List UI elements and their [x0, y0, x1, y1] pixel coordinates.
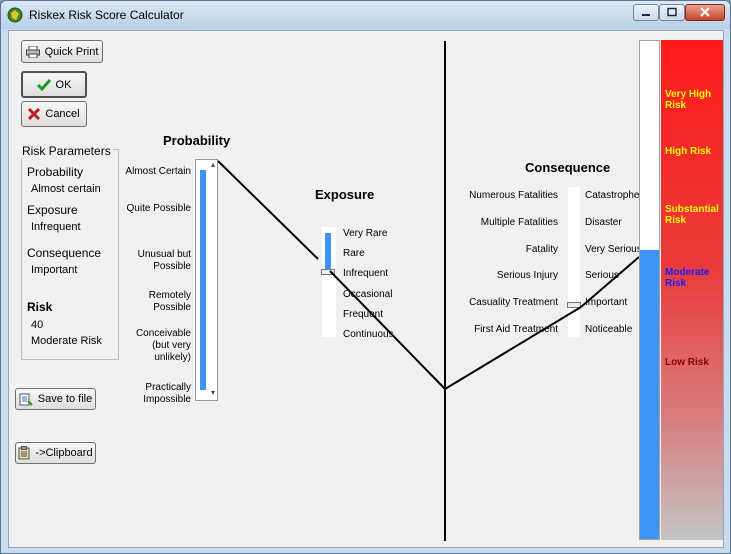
exposure-level-label: Very Rare [343, 228, 388, 239]
exposure-param-label: Exposure [27, 203, 78, 217]
probability-title: Probability [163, 133, 231, 148]
probability-slider[interactable]: ▴ ▾ [195, 159, 218, 401]
consequence-left-label: Fatality [525, 243, 558, 255]
risk-level-value: Moderate Risk [31, 335, 102, 347]
probability-slider-down-arrow[interactable]: ▾ [211, 388, 216, 397]
clipboard-button[interactable]: ->Clipboard [15, 442, 96, 464]
save-to-file-button[interactable]: Save to file [15, 388, 96, 410]
exposure-slider-fill [325, 233, 331, 269]
exposure-slider[interactable] [321, 227, 336, 337]
exposure-pivot-line [329, 270, 446, 390]
probability-level-label: Remotely Possible [148, 290, 191, 313]
checkmark-icon [36, 78, 51, 91]
quick-print-button[interactable]: Quick Print [21, 40, 103, 63]
risk-score-value: 40 [31, 319, 44, 331]
consequence-slider[interactable] [567, 187, 581, 337]
app-icon [7, 7, 23, 23]
consequence-left-label: Casuality Treatment [469, 297, 558, 309]
exposure-level-label: Occasional [343, 288, 393, 300]
ok-label: OK [55, 78, 72, 91]
window-title: Riskex Risk Score Calculator [29, 8, 184, 22]
calculator-panel: Quick Print OK Cancel Risk Parameters Pr… [8, 30, 724, 548]
save-document-icon [19, 393, 33, 406]
consequence-right-label: Noticeable [585, 324, 633, 335]
consequence-left-label: First Aid Treatment [474, 324, 558, 335]
consequence-left-label: Multiple Fatalities [480, 216, 558, 228]
risk-scale-label: Substantial Risk [665, 204, 719, 226]
minimize-button[interactable] [633, 4, 659, 21]
pivot-consequence-line [444, 306, 582, 390]
consequence-slider-thumb[interactable] [567, 302, 581, 308]
exposure-level-label: Infrequent [343, 268, 389, 280]
risk-scale-label: Low Risk [665, 357, 709, 368]
risk-nomogram-lines [217, 41, 640, 541]
consequence-right-label: Serious [585, 270, 619, 282]
risk-scale-label: High Risk [665, 146, 712, 157]
consequence-right-label: Catastrophe [585, 190, 640, 201]
close-button[interactable] [685, 4, 725, 21]
minimize-icon [642, 14, 650, 16]
probability-slider-up-arrow[interactable]: ▴ [211, 160, 216, 169]
risk-param-label: Risk [27, 300, 53, 314]
cancel-x-icon [28, 108, 41, 120]
maximize-button[interactable] [659, 4, 685, 21]
consequence-param-value: Important [31, 264, 78, 276]
consequence-left-label: Serious Injury [496, 270, 558, 282]
probability-exposure-line [217, 160, 319, 260]
probability-level-label: Conceivable (but very unlikely) [135, 328, 191, 363]
ok-button[interactable]: OK [21, 71, 87, 98]
exposure-level-label: Frequent [343, 308, 384, 320]
risk-scale-gradient [661, 40, 723, 540]
save-to-file-label: Save to file [37, 393, 93, 405]
probability-level-label: Almost Certain [125, 166, 191, 177]
probability-level-label: Unusual but Possible [137, 249, 191, 272]
exposure-level-label: Continuous [343, 329, 394, 340]
probability-level-label: Quite Possible [126, 203, 191, 214]
risk-level-bar [639, 40, 660, 540]
title-bar[interactable]: Riskex Risk Score Calculator [1, 1, 730, 29]
consequence-risk-line [580, 256, 640, 308]
risk-scale-label: Moderate Risk [665, 267, 710, 289]
clipboard-icon [18, 446, 30, 460]
close-icon [700, 7, 710, 17]
printer-icon [25, 45, 40, 58]
quick-print-label: Quick Print [44, 45, 99, 58]
consequence-right-label: Very Serious [585, 243, 642, 255]
probability-param-value: Almost certain [31, 183, 101, 195]
consequence-title: Consequence [525, 160, 611, 175]
clipboard-label: ->Clipboard [35, 447, 93, 459]
risk-level-fill [640, 250, 659, 539]
consequence-left-label: Numerous Fatalities [469, 190, 558, 201]
exposure-title: Exposure [315, 187, 375, 202]
probability-slider-fill [200, 170, 206, 390]
exposure-param-value: Infrequent [31, 221, 81, 233]
exposure-slider-thumb[interactable] [321, 269, 335, 275]
consequence-right-label: Disaster [585, 216, 622, 228]
probability-level-label: Practically Impossible [143, 382, 191, 405]
consequence-right-label: Important [585, 297, 628, 309]
probability-param-label: Probability [27, 165, 84, 179]
risk-scale-label: Very High Risk [665, 89, 712, 111]
exposure-level-label: Rare [343, 248, 365, 260]
risk-parameters-title: Risk Parameters [20, 144, 113, 158]
consequence-param-label: Consequence [27, 246, 102, 260]
maximize-icon [667, 7, 677, 17]
cancel-button[interactable]: Cancel [21, 101, 87, 127]
cancel-label: Cancel [45, 108, 80, 120]
